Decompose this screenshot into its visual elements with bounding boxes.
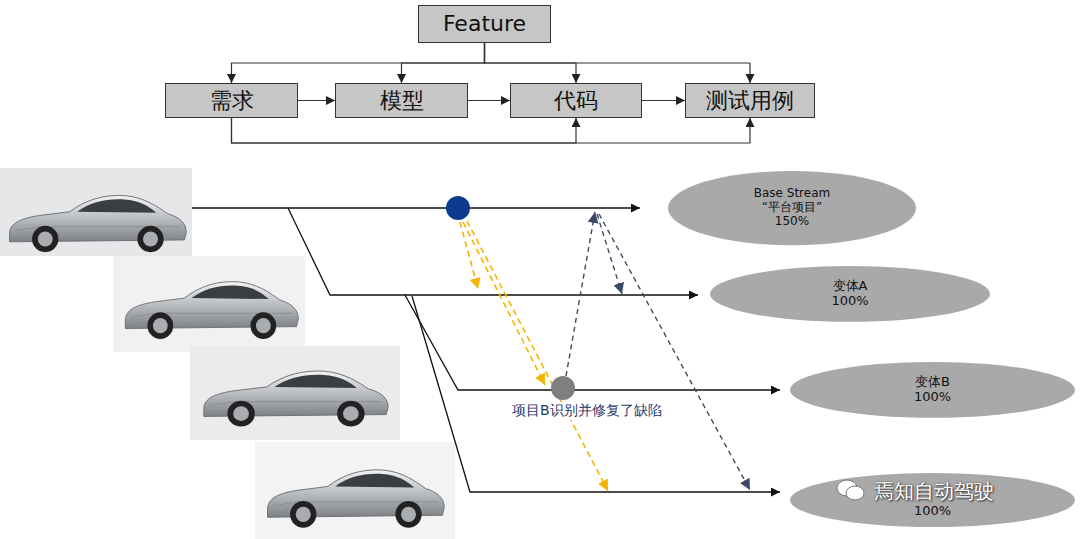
dashed-arrow bbox=[597, 214, 622, 294]
node-text: 测试用例 bbox=[706, 88, 794, 113]
car-picture bbox=[268, 470, 445, 528]
node-content: 变体B100% bbox=[790, 362, 1075, 418]
feature-box: Feature bbox=[418, 5, 551, 43]
flow-arrow bbox=[232, 118, 751, 143]
node-text: Base Stream bbox=[754, 187, 830, 201]
node-content: Feature bbox=[419, 6, 550, 42]
node-text: “平台项目” bbox=[762, 201, 822, 215]
icon-bubble bbox=[846, 486, 864, 500]
flow-arrow bbox=[232, 43, 485, 83]
node-content: 模型 bbox=[336, 84, 467, 117]
wechat-icon bbox=[836, 478, 866, 502]
ellipse-shape bbox=[790, 473, 1075, 527]
car-photo-bg bbox=[255, 442, 455, 539]
car-picture bbox=[10, 195, 187, 252]
flow-arrow bbox=[402, 43, 485, 83]
backport-arrows bbox=[566, 212, 750, 490]
node-content: 变体A100% bbox=[710, 266, 990, 322]
dashed-arrow bbox=[463, 222, 545, 385]
car-picture bbox=[125, 282, 298, 339]
node-text: 模型 bbox=[380, 88, 424, 113]
car-photo-bg bbox=[0, 168, 192, 256]
node-text: Feature bbox=[443, 11, 526, 36]
flow-arrow bbox=[468, 100, 510, 101]
dashed-arrow bbox=[467, 221, 608, 491]
node-text: 变体A bbox=[833, 279, 868, 294]
node-text: 100% bbox=[914, 504, 951, 519]
origin-dot bbox=[446, 196, 470, 220]
flow-arrow bbox=[485, 43, 751, 83]
node-text: 150% bbox=[775, 215, 809, 229]
node-text: 100% bbox=[831, 294, 868, 309]
node-text: 需求 bbox=[210, 88, 254, 113]
fix-dot bbox=[551, 376, 575, 400]
stream-ellipse: 变体B100% bbox=[790, 362, 1075, 418]
stream-line bbox=[405, 295, 780, 390]
node-content: 测试用例 bbox=[686, 84, 814, 117]
ellipse-shape bbox=[790, 362, 1075, 418]
process-box: 代码 bbox=[510, 83, 642, 118]
propagation-arrows bbox=[460, 221, 608, 491]
stream-line bbox=[288, 208, 698, 295]
ellipse-shape bbox=[710, 266, 990, 322]
dashed-arrow bbox=[599, 214, 750, 490]
stream-ellipse: Base Stream“平台项目”150% bbox=[668, 171, 916, 245]
process-box: 需求 bbox=[165, 83, 298, 118]
node-content: Base Stream“平台项目”150% bbox=[668, 171, 916, 245]
flow-arrow bbox=[298, 100, 335, 101]
process-box: 测试用例 bbox=[685, 83, 815, 118]
node-content: 代码 bbox=[511, 84, 641, 117]
car-photo-bg bbox=[190, 346, 400, 440]
stream-line bbox=[192, 207, 640, 208]
watermark: 焉知自动驾驶 bbox=[872, 478, 996, 505]
car-picture bbox=[204, 371, 388, 427]
dashed-arrow bbox=[460, 222, 478, 289]
ellipse-shape bbox=[668, 171, 916, 245]
flow-arrow bbox=[232, 118, 577, 143]
node-text: 代码 bbox=[554, 88, 598, 113]
car-photo-bg bbox=[113, 256, 305, 352]
annotation: 项目B识别并修复了缺陷 bbox=[510, 402, 664, 420]
node-text: 100% bbox=[914, 390, 951, 405]
node-text: 变体B bbox=[915, 375, 950, 390]
flow-arrow bbox=[642, 100, 685, 101]
node-content: 需求 bbox=[166, 84, 297, 117]
stream-lines bbox=[192, 208, 780, 492]
stream-line bbox=[412, 296, 780, 492]
dashed-arrow bbox=[566, 212, 595, 376]
stream-ellipse: 变体A100% bbox=[710, 266, 990, 322]
process-box: 模型 bbox=[335, 83, 468, 118]
